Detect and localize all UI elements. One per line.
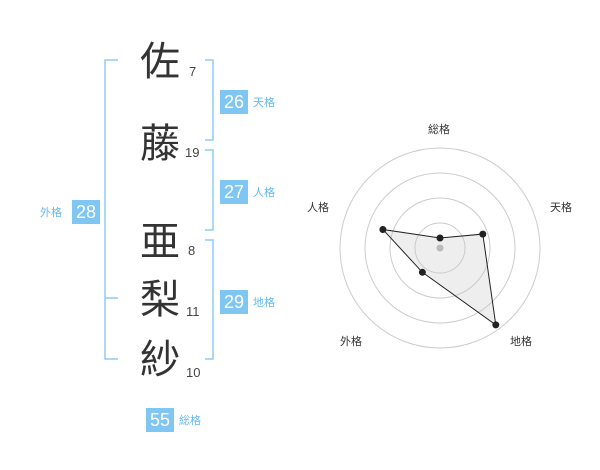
name-char-4: 梨 xyxy=(140,277,180,323)
gaikaku-label: 外格 xyxy=(40,206,62,219)
stroke-count-4: 11 xyxy=(186,304,200,319)
radar-center-dot xyxy=(436,244,444,252)
radar-point-1 xyxy=(436,234,444,242)
radar-axis-label-tenkaku: 天格 xyxy=(550,201,572,214)
name-char-5: 紗 xyxy=(140,337,180,383)
tenkaku-value-badge: 26 xyxy=(220,90,248,114)
radar-points xyxy=(379,226,500,329)
jinkaku-value-badge: 27 xyxy=(220,180,248,204)
radar-data-area xyxy=(381,228,497,326)
jinkaku-label: 人格 xyxy=(253,186,275,199)
stroke-count-3: 8 xyxy=(188,243,196,258)
radar-ring-3 xyxy=(364,172,516,324)
radar-axis-label-gaikaku: 外格 xyxy=(340,335,362,348)
radar-ring-2 xyxy=(389,197,491,299)
radar-point-2 xyxy=(479,230,487,238)
soukaku-value-badge: 55 xyxy=(146,408,174,432)
chikaku-bracket xyxy=(205,239,214,360)
radar-point-3 xyxy=(492,321,500,329)
stroke-count-5: 10 xyxy=(186,365,201,380)
radar-ring-1 xyxy=(414,222,466,274)
gaikaku-value-badge: 28 xyxy=(72,200,100,224)
radar-axis-label-chikaku: 地格 xyxy=(510,335,532,348)
stroke-count-1: 7 xyxy=(189,64,197,79)
jinkaku-bracket xyxy=(205,149,214,231)
radar-ring-4 xyxy=(339,147,541,349)
name-char-2: 藤 xyxy=(140,121,180,167)
radar-axis-label-jinkaku: 人格 xyxy=(307,201,329,214)
stroke-count-2: 19 xyxy=(185,145,200,160)
tenkaku-bracket xyxy=(205,59,214,141)
radar-point-5 xyxy=(379,226,387,233)
chikaku-value-badge: 29 xyxy=(220,290,248,314)
tenkaku-label: 天格 xyxy=(253,96,275,109)
radar-grid xyxy=(339,147,541,349)
radar-point-4 xyxy=(418,268,426,276)
gaikaku-bracket xyxy=(104,59,118,360)
chikaku-label: 地格 xyxy=(253,296,275,309)
name-char-3: 亜 xyxy=(140,219,180,265)
radar-axis-label-soukaku: 総格 xyxy=(428,123,450,136)
soukaku-label: 総格 xyxy=(179,414,201,427)
name-char-1: 佐 xyxy=(140,39,180,85)
